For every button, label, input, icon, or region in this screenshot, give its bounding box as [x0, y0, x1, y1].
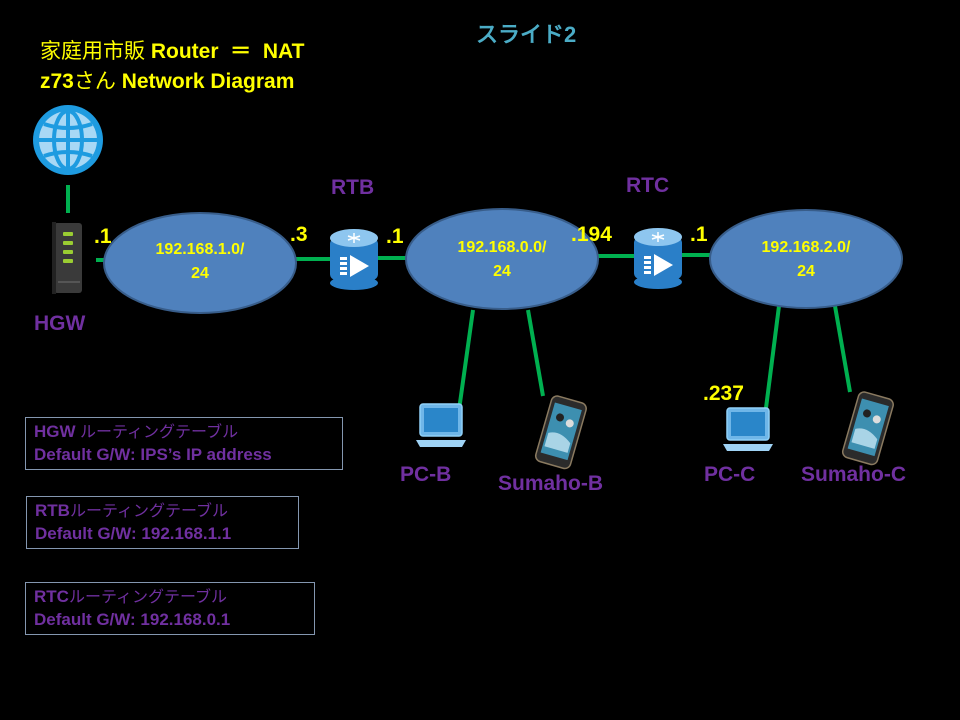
diagram-title: 家庭用市販 Router ＝ NAT z73さん Network Diagram [40, 37, 304, 97]
title-line-2: z73さん Network Diagram [40, 70, 295, 93]
sumaho-c-label: Sumaho-C [801, 463, 906, 486]
pc-c-label: PC-C [704, 463, 756, 486]
rtc-routing-table: RTCルーティングテーブル Default G/W: 192.168.0.1 [25, 582, 315, 635]
rtc-right-ip: .1 [690, 223, 708, 246]
pc-b-label: PC-B [400, 463, 452, 486]
slide-label: スライド2 [476, 22, 577, 47]
network-2-label: 192.168.2.0/ 24 [761, 239, 851, 280]
hgw-router-icon [52, 222, 82, 294]
title-line-1: 家庭用市販 Router ＝ NAT [40, 40, 305, 63]
rtb-label: RTB [331, 176, 375, 199]
sumaho-c-phone-icon [841, 391, 894, 466]
rtb-routing-table: RTBルーティングテーブル Default G/W: 192.168.1.1 [26, 496, 299, 549]
network-192-168-2-0 [709, 209, 903, 309]
pc-c-ip: .237 [703, 382, 744, 405]
link-net2-sumahoc [833, 305, 852, 393]
network-1-label: 192.168.1.0/ 24 [155, 241, 245, 282]
rtb-right-ip: .1 [386, 225, 404, 248]
rtc-label: RTC [626, 174, 670, 197]
internet-globe-icon [33, 105, 103, 175]
pc-b-laptop-icon [416, 403, 466, 447]
rtc-left-ip: .194 [571, 223, 612, 246]
link-net0-pcb [457, 309, 475, 411]
hgw-port-ip: .1 [94, 225, 112, 248]
rtc-router-icon [634, 228, 682, 289]
pc-c-laptop-icon [723, 407, 773, 451]
network-192-168-1-0 [103, 212, 297, 314]
sumaho-b-label: Sumaho-B [498, 472, 603, 495]
hgw-label: HGW [34, 312, 86, 335]
network-0-label: 192.168.0.0/ 24 [457, 239, 547, 280]
rtb-router-icon [330, 229, 378, 290]
network-192-168-0-0 [405, 208, 599, 310]
link-net2-pcc [764, 305, 781, 409]
sumaho-b-phone-icon [534, 395, 587, 470]
link-net0-sumahob [526, 309, 545, 397]
hgw-routing-table: HGW ルーティングテーブル Default G/W: IPS’s IP add… [25, 417, 343, 470]
rtb-left-ip: .3 [290, 223, 308, 246]
